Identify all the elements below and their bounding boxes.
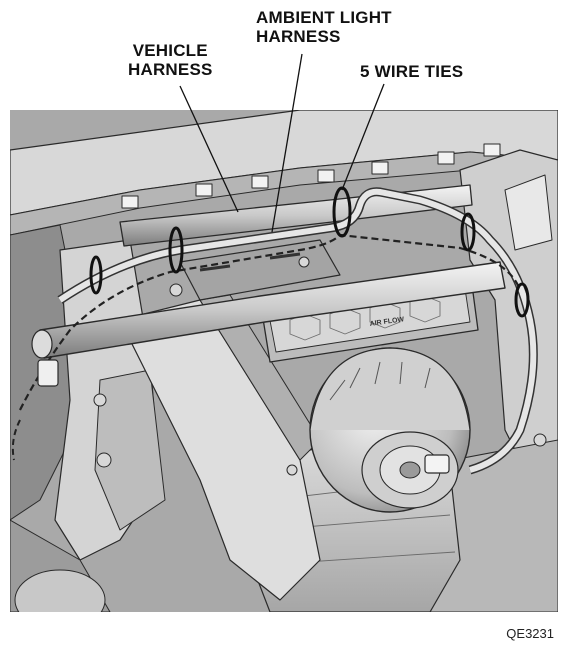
leader-wire-ties — [341, 83, 385, 191]
ambient-light-harness — [19, 233, 522, 411]
vehicle-harness-label: VEHICLE HARNESS — [128, 41, 213, 79]
wire-ties-label: 5 WIRE TIES — [360, 62, 464, 81]
bolts — [93, 256, 547, 476]
blower-motor — [309, 347, 471, 513]
wire-tie-5 — [514, 282, 530, 318]
leader-ambient-light-harness — [271, 53, 303, 233]
wire-tie-4 — [460, 212, 476, 252]
figure-id: QE3231 — [506, 626, 554, 641]
lower-cross-beam — [31, 261, 506, 359]
wire-tie-3 — [89, 255, 103, 295]
leader-lines — [179, 53, 385, 233]
leader-vehicle-harness — [179, 85, 239, 213]
wire-ties — [89, 186, 530, 318]
ambient-light-harness-label: AMBIENT LIGHT HARNESS — [256, 8, 392, 46]
wire-tie-1 — [168, 226, 184, 274]
panel-clips — [121, 143, 501, 209]
upper-cross-beam — [119, 184, 473, 247]
wire-tie-2 — [332, 186, 352, 238]
